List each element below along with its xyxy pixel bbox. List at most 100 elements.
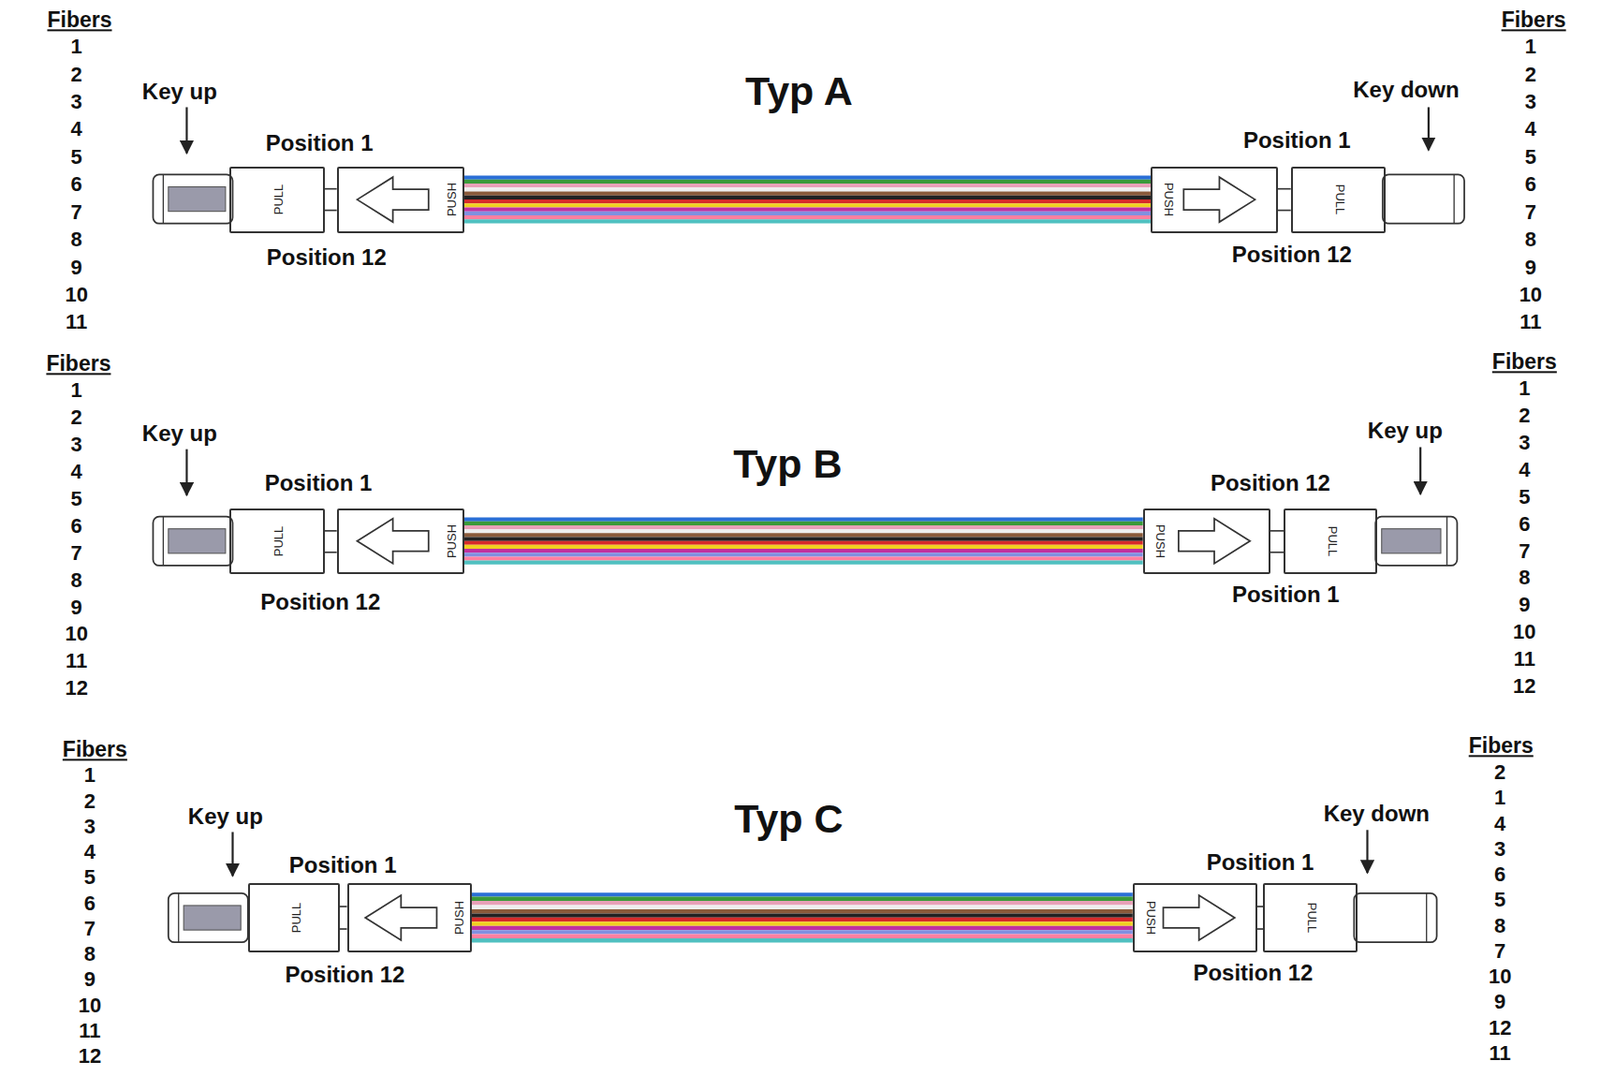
fiber-stripe [464,219,1152,223]
housing-text: PULL [272,184,285,216]
fiber-stripe [471,929,1133,934]
fiber-number: 2 [71,62,83,86]
fiber-stripe [464,528,1144,533]
collar [1277,209,1292,212]
fiber-number: 4 [1494,811,1506,835]
position-label: Position 12 [1210,469,1331,495]
fiber-number: 11 [65,310,88,334]
collar [324,529,338,532]
fiber-number: 9 [71,255,83,279]
collar [1270,529,1284,532]
housing-text: PUSH [444,182,457,217]
fiber-stripe [464,179,1152,184]
fiber-number: 12 [1512,675,1536,698]
fiber-number: 1 [71,35,83,59]
position-label: Position 12 [260,589,381,615]
ferrule-edge [1446,516,1448,566]
housing-text: PUSH [444,524,457,558]
column-heading: Fibers [45,352,111,376]
fiber-stripe [471,896,1133,901]
position-label: Position 1 [265,130,374,155]
position-label: Key down [1352,77,1459,103]
fiber-number: 7 [1518,539,1530,562]
push-housing: PUSH [1132,882,1258,953]
fiber-stripe [464,176,1152,180]
housing-text: PULL [289,902,302,934]
fiber-number: 2 [1525,62,1537,86]
push-housing: PUSH [337,508,465,574]
push-arrow [356,176,428,222]
key-arrow [1365,829,1368,873]
fiber-number: 10 [64,283,88,307]
fiber-stripe [471,925,1133,930]
fiber-number: 5 [1518,485,1530,509]
ferrule-end [1375,516,1457,566]
type-heading: Typ C [733,797,843,842]
key-block [168,528,226,554]
fiber-stripe [464,207,1152,212]
collar [1270,551,1284,554]
ferrule-edge [1425,893,1427,942]
fiber-number: 2 [1494,761,1506,784]
fiber-number: 6 [84,891,96,914]
fiber-number: 10 [1512,620,1536,644]
fiber-number: 3 [71,433,83,456]
fiber-number: 1 [71,379,83,402]
position-label: Position 1 [1232,582,1340,607]
fiber-number: 4 [71,460,83,484]
pull-housing: PULL [1262,882,1357,953]
fiber-number: 4 [84,840,96,864]
ferrule-edge [162,516,164,566]
fiber-stripe [471,900,1133,905]
housing-text: PUSH [1161,182,1175,217]
position-label: Key up [1367,418,1443,443]
position-label: Position 1 [289,852,397,878]
pull-housing: PULL [248,882,340,953]
fiber-number: 9 [84,968,96,991]
fiber-stripe [471,912,1133,917]
push-arrow [356,518,428,564]
housing-text: PUSH [453,900,466,935]
fiber-stripe [471,909,1133,913]
fiber-number: 4 [1518,458,1530,482]
fiber-stripe [464,517,1144,522]
fiber-stripe [464,187,1152,191]
collar [339,927,348,930]
fiber-number: 11 [1489,1042,1512,1065]
fiber-number: 8 [84,942,96,966]
fiber-ribbon-cable [471,894,1133,940]
push-housing: PUSH [347,882,472,953]
pull-housing: PULL [229,166,324,234]
housing-text: PUSH [1154,524,1167,558]
collar [339,905,348,908]
pull-housing: PULL [1291,166,1386,234]
key-arrow [185,449,188,496]
fiber-stripe [464,552,1144,557]
key-block [1381,528,1441,554]
push-arrow [1163,895,1235,940]
fiber-number: 6 [1494,863,1506,886]
fiber-number: 2 [1518,404,1530,427]
fiber-stripe [464,199,1152,204]
push-arrow [1178,518,1250,564]
ferrule-edge [1453,174,1454,223]
fiber-stripe [471,917,1133,922]
fiber-ribbon-cable [464,177,1152,222]
column-heading: Fibers [46,8,112,32]
fiber-stripe [471,934,1133,939]
fiber-number: 7 [71,201,83,224]
key-arrow [1427,106,1430,150]
fiber-number: 8 [71,569,83,592]
fiber-stripe [464,191,1152,196]
fiber-number: 4 [1525,117,1537,141]
collar [324,551,338,554]
fiber-number: 8 [1525,228,1537,251]
fiber-number: 12 [1488,1015,1512,1039]
fiber-number: 1 [84,763,96,787]
fiber-number: 4 [71,117,83,141]
key-block [168,186,226,211]
position-label: Key down [1323,800,1430,825]
position-label: Position 1 [264,469,373,495]
